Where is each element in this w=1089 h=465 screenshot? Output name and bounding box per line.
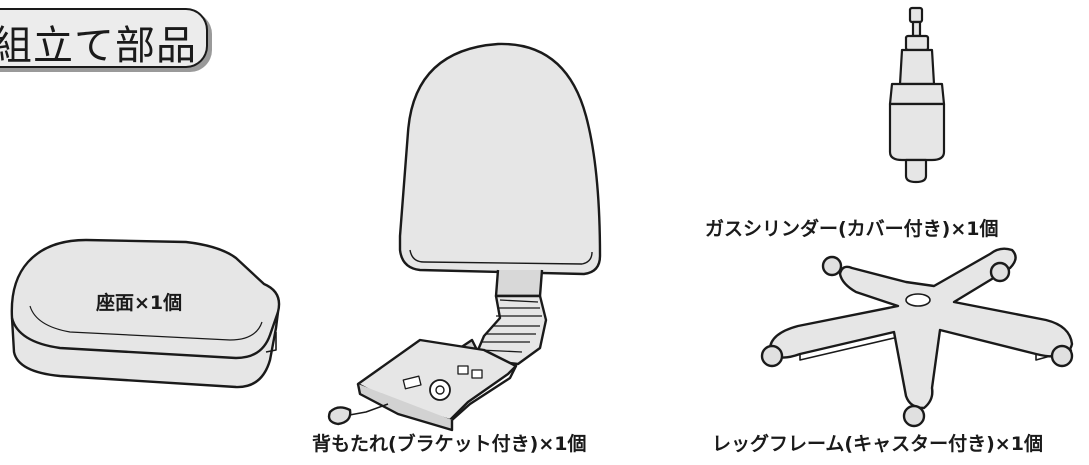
section-title-tab: 組立て部品 [0,8,208,69]
gas-cylinder-illustration [888,6,946,184]
backrest-illustration [327,42,602,432]
backrest-label: 背もたれ(ブラケット付き)×1個 [312,433,587,455]
page-title: 組立て部品 [0,23,197,69]
seat-illustration [10,238,281,389]
gas-cylinder-label: ガスシリンダー(カバー付き)×1個 [705,218,999,240]
seat-label: 座面×1個 [96,292,183,314]
leg-frame-illustration [760,247,1074,428]
leg-frame-label: レッグフレーム(キャスター付き)×1個 [712,433,1043,455]
